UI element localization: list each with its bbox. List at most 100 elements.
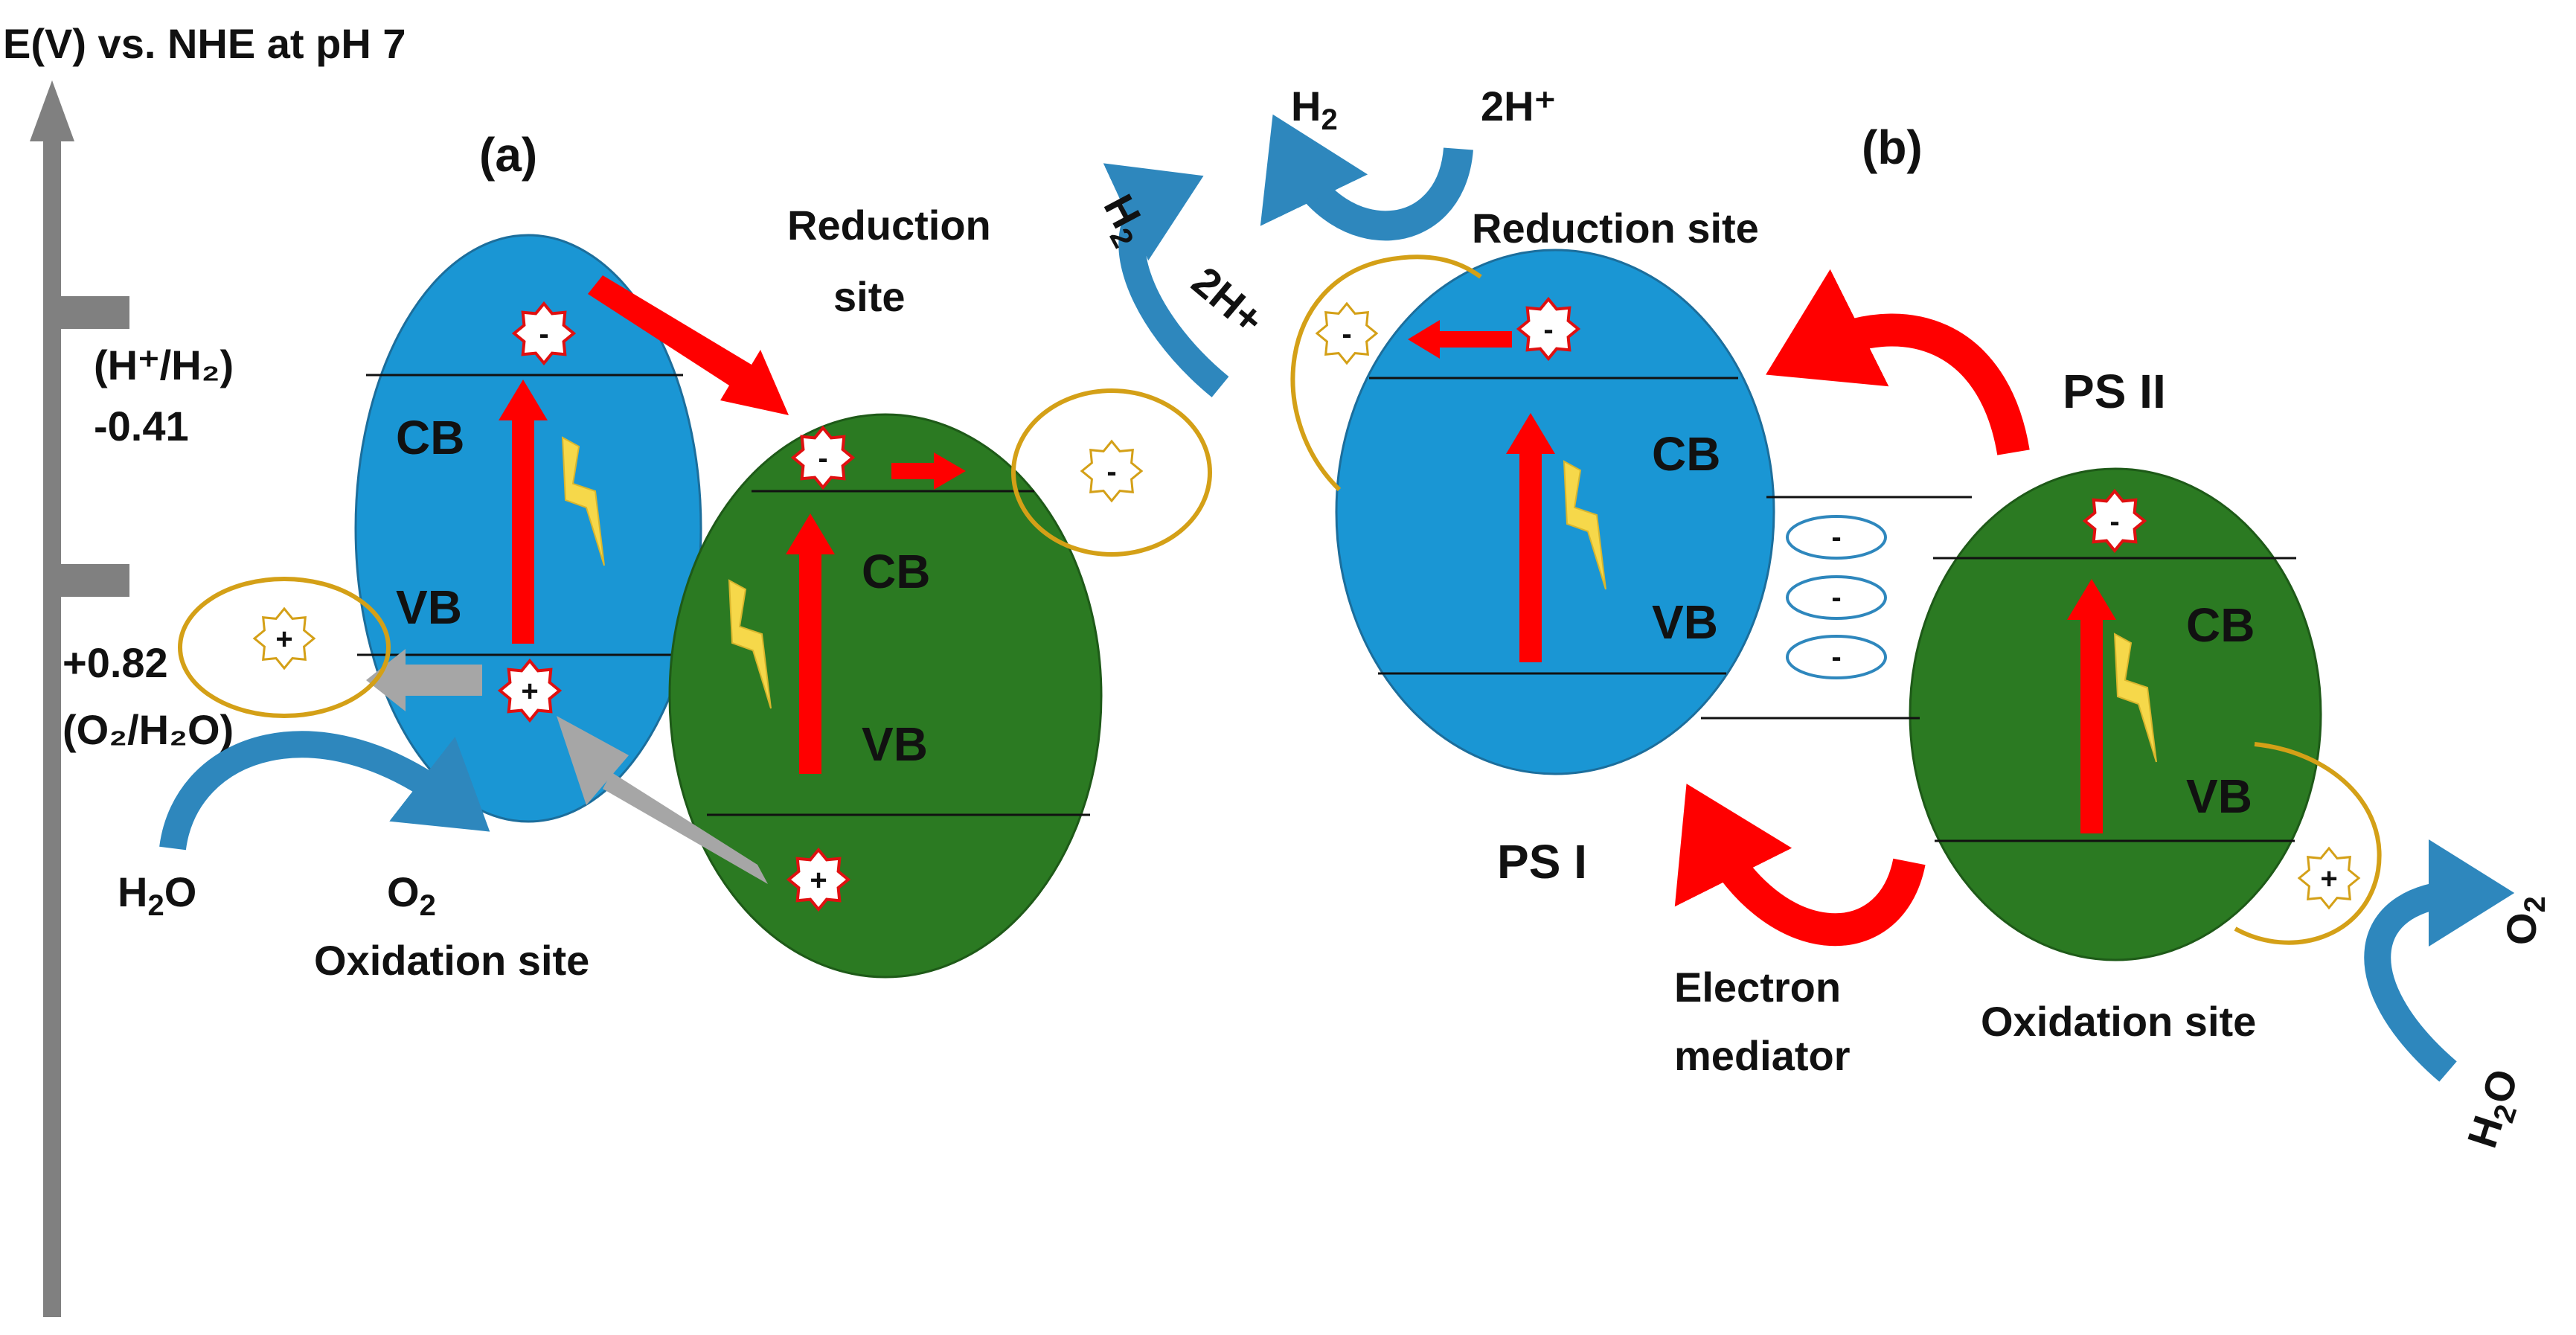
mediator-carrier-sign: - — [1831, 521, 1841, 554]
mediator-carrier — [1786, 635, 1887, 679]
mediator-label-line1: Electron — [1674, 964, 1841, 1011]
panel-b-oxidation-site-label: Oxidation site — [1981, 998, 2256, 1045]
panel-b-o2-evolution-arrow — [2364, 839, 2515, 1082]
panel-a-o2-product: O2 — [387, 868, 436, 922]
panel-b-h2-product: H2 — [1291, 83, 1338, 136]
sc2-electron-arrowhead-icon — [934, 452, 966, 490]
ps2-excitation-arrowhead-icon — [2067, 579, 2116, 620]
panel-a-reduction-site-line2: site — [833, 273, 906, 320]
panel-b: (b) CB VB PS I CB VB PS II - - - — [1260, 83, 2551, 1155]
hole-star-icon — [2297, 846, 2361, 910]
ps1-electron-arrowhead-icon — [1408, 320, 1440, 359]
h-level-potential: -0.41 — [94, 403, 189, 449]
panel-b-h2o-reactant: H2O — [2458, 1063, 2533, 1155]
electron-star-icon — [1080, 439, 1144, 503]
mediator-carrier — [1786, 515, 1887, 560]
electron-star-icon — [2082, 488, 2147, 554]
axis-line — [43, 138, 61, 1317]
ps2-to-ps1-arrow-top — [1766, 269, 2030, 455]
panel-b-reduction-site-ring — [1290, 254, 1482, 492]
axis-title: E(V) vs. NHE at pH 7 — [3, 20, 406, 67]
electron-sign: - — [818, 442, 827, 475]
ps1-cb-label: CB — [1652, 427, 1720, 481]
ps1-name: PS I — [1497, 835, 1587, 889]
electron-sign: - — [1543, 313, 1553, 346]
panel-a-h2-evolution-arrow — [1103, 163, 1229, 397]
hole-star-icon — [252, 606, 316, 670]
mediator-carrier — [1786, 575, 1887, 620]
panel-a-reduction-site-ring — [1011, 388, 1212, 557]
hole-sign: + — [2320, 862, 2337, 895]
energy-axis: E(V) vs. NHE at pH 7 (H⁺/H₂) -0.41 +0.82… — [3, 20, 406, 1317]
sc2-vb-label: VB — [862, 717, 928, 771]
mediator-carrier-sign: - — [1831, 641, 1841, 673]
panel-b-2h-reactant: 2H⁺ — [1481, 83, 1556, 129]
hole-sign: + — [810, 864, 827, 897]
o-level-species: (O₂/H₂O) — [63, 706, 234, 753]
panel-a-h2o-reactant: H2O — [118, 868, 196, 922]
sc2-excitation-arrowhead-icon — [786, 513, 835, 554]
panel-a: (a) CB VB CB VB Reduction site H — [118, 128, 1273, 984]
panel-a-label: (a) — [479, 128, 537, 182]
recombination-arrow-a — [402, 665, 482, 696]
axis-arrowhead-icon — [30, 80, 74, 141]
lightning-icon — [2113, 633, 2157, 763]
electron-sign: - — [1106, 455, 1116, 488]
sc1-vb-label: VB — [396, 580, 462, 634]
hole-star-icon — [497, 658, 563, 723]
mediator-carrier-sign: - — [1831, 581, 1841, 614]
panel-b-oxidation-site-ring — [2234, 742, 2382, 945]
sc1-excitation-arrowhead-icon — [499, 380, 548, 420]
recombination-arrowhead-icon — [557, 716, 629, 805]
semiconductor-2 — [668, 413, 1103, 979]
panel-a-reduction-site-line1: Reduction — [787, 202, 991, 249]
panel-b-h2-evolution-arrow — [1260, 114, 1473, 241]
ps2-vb-label: VB — [2186, 769, 2252, 823]
panel-a-oxidation-site-label: Oxidation site — [314, 937, 589, 984]
hole-star-icon — [786, 847, 851, 912]
mediator-label-line2: mediator — [1674, 1032, 1851, 1079]
lightning-icon — [1563, 460, 1606, 590]
h-level-marker — [61, 296, 129, 329]
charge-carriers: - - + + - - + - - + — [252, 296, 2361, 912]
electron-star-icon — [511, 301, 577, 366]
ps1-electron-arrow — [1438, 331, 1512, 348]
ps2-semiconductor — [1909, 467, 2322, 961]
panel-a-2h-reactant: 2H+ — [1183, 257, 1272, 343]
ps1-semiconductor — [1335, 249, 1775, 775]
recombination-arrowhead-icon — [366, 649, 406, 711]
electron-star-icon — [790, 425, 856, 490]
panel-b-label: (b) — [1862, 121, 1923, 174]
sc2-excitation-arrow — [799, 551, 821, 774]
z-scheme-transfer-arrow — [588, 275, 789, 415]
ps1-excitation-arrowhead-icon — [1506, 413, 1555, 454]
h-level-species: (H⁺/H₂) — [94, 342, 234, 388]
ps2-excitation-arrow — [2080, 616, 2103, 833]
panel-a-oxidation-site-ring — [178, 577, 391, 718]
recombination-arrow-b — [603, 772, 768, 884]
hole-sign: + — [521, 675, 538, 708]
sc1-cb-label: CB — [396, 411, 464, 464]
o-level-potential: +0.82 — [63, 639, 168, 686]
o-level-marker — [61, 564, 129, 597]
ps2-cb-label: CB — [2186, 598, 2255, 652]
hole-sign: + — [275, 623, 292, 656]
electron-star-icon — [1315, 301, 1379, 365]
electron-star-icon — [1516, 296, 1581, 362]
ps1-excitation-arrow — [1519, 450, 1542, 662]
sc1-excitation-arrow — [512, 417, 534, 644]
electron-sign: - — [1342, 318, 1351, 350]
panel-b-o2-product: O2 — [2498, 896, 2551, 945]
lightning-icon — [561, 436, 605, 566]
sc2-cb-label: CB — [862, 545, 930, 598]
electron-sign: - — [539, 318, 548, 350]
panel-b-reduction-site-label: Reduction site — [1472, 205, 1759, 252]
panel-a-o2-evolution-arrow — [159, 731, 490, 851]
sc2-electron-arrow — [891, 463, 936, 479]
lightning-icon — [728, 579, 772, 709]
electron-sign: - — [2109, 505, 2119, 538]
mediator-arrow-bottom — [1674, 784, 1926, 947]
ps1-vb-label: VB — [1652, 595, 1718, 649]
ps2-name: PS II — [2063, 365, 2166, 418]
